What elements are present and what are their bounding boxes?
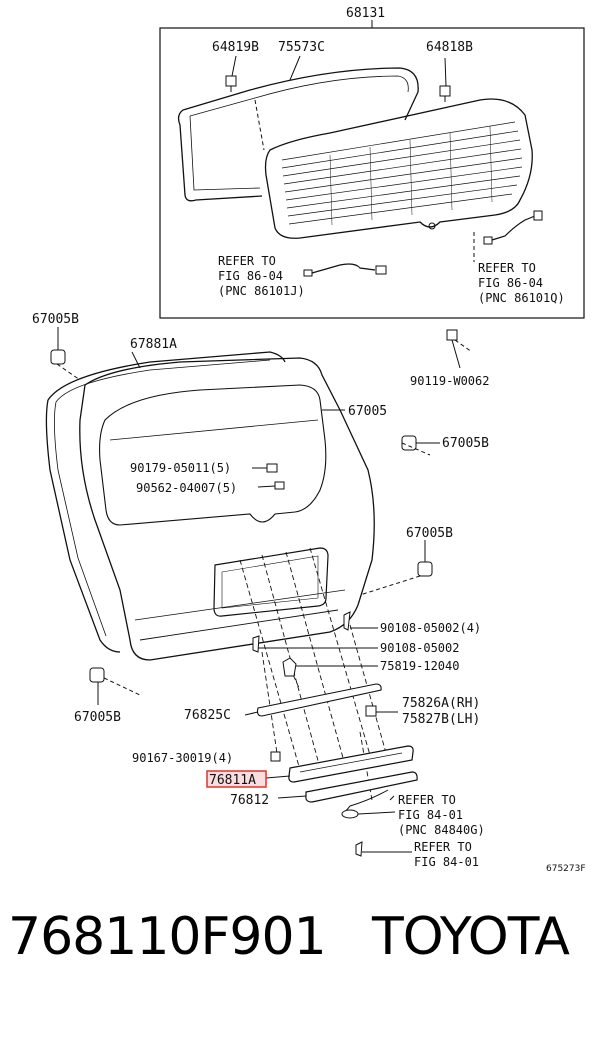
- harness-left: [311, 263, 376, 274]
- stopper-67005b-4: [89, 667, 105, 683]
- ref1-line1: REFER TO: [218, 254, 276, 268]
- label-64818b: 64818B: [426, 40, 473, 55]
- lamp-76812: [305, 771, 418, 803]
- part-number: 768110F901: [8, 907, 327, 967]
- ref2-line2: FIG 86-04: [478, 276, 543, 290]
- ref1-line2: FIG 86-04: [218, 269, 283, 283]
- brand-name: TOYOTA: [372, 907, 570, 967]
- clip-64818b: [439, 85, 451, 102]
- back-door-67005: [79, 357, 375, 661]
- weatherstrip-75573c: [177, 67, 419, 202]
- stopper-67005b-3: [417, 561, 433, 577]
- label-75819: 75819-12040: [380, 659, 459, 673]
- weatherstrip-67881a: [45, 351, 286, 653]
- ref3-line1: REFER TO: [398, 793, 456, 807]
- label-90108-a: 90108-05002(4): [380, 621, 481, 635]
- label-67881a: 67881A: [130, 337, 177, 352]
- label-67005: 67005: [348, 404, 387, 419]
- highlight-76811a: [206, 770, 267, 788]
- label-90167: 90167-30019(4): [132, 751, 233, 765]
- label-75826a: 75826A(RH): [402, 696, 480, 711]
- ref4-line2: FIG 84-01: [414, 855, 479, 869]
- label-75827b: 75827B(LH): [402, 712, 480, 727]
- diagram-code: 675273F: [546, 864, 586, 874]
- label-90108-b: 90108-05002: [380, 641, 459, 655]
- bracket-76811a: [288, 745, 414, 783]
- stopper-67005b-2: [401, 435, 417, 451]
- ref2-line1: REFER TO: [478, 261, 536, 275]
- ref1-line3: (PNC 86101J): [218, 284, 305, 298]
- caption: 768110F901 TOYOTA: [0, 905, 600, 985]
- label-67005b-4: 67005B: [74, 710, 121, 725]
- screw-90108-b: [252, 635, 260, 653]
- ref4-line1: REFER TO: [414, 840, 472, 854]
- label-76811a: 76811A: [209, 773, 256, 788]
- label-67005b-2: 67005B: [442, 436, 489, 451]
- label-64819b: 64819B: [212, 40, 259, 55]
- ref3-line3: (PNC 84840G): [398, 823, 485, 837]
- label-76825c: 76825C: [184, 708, 231, 723]
- label-75573c: 75573C: [278, 40, 325, 55]
- screw-90108-a: [343, 611, 351, 631]
- license-recess: [213, 547, 329, 617]
- ref3-line2: FIG 84-01: [398, 808, 463, 822]
- label-67005b-3: 67005B: [406, 526, 453, 541]
- clip-64819b: [225, 75, 237, 92]
- ref2-line3: (PNC 86101Q): [478, 291, 565, 305]
- label-67005b-1: 67005B: [32, 312, 79, 327]
- label-90119: 90119-W0062: [410, 374, 489, 388]
- bolt-90119: [446, 329, 458, 341]
- nut-90167: [270, 751, 281, 762]
- stopper-67005b-1: [50, 349, 66, 365]
- harness-right: [491, 215, 536, 241]
- garnish-76825c: [256, 683, 382, 717]
- label-90179: 90179-05011(5): [130, 461, 231, 475]
- label-76812: 76812: [230, 793, 269, 808]
- label-68131: 68131: [346, 6, 385, 21]
- back-glass-68131: [264, 98, 533, 239]
- label-90562: 90562-04007(5): [136, 481, 237, 495]
- clip-75819: [282, 657, 297, 677]
